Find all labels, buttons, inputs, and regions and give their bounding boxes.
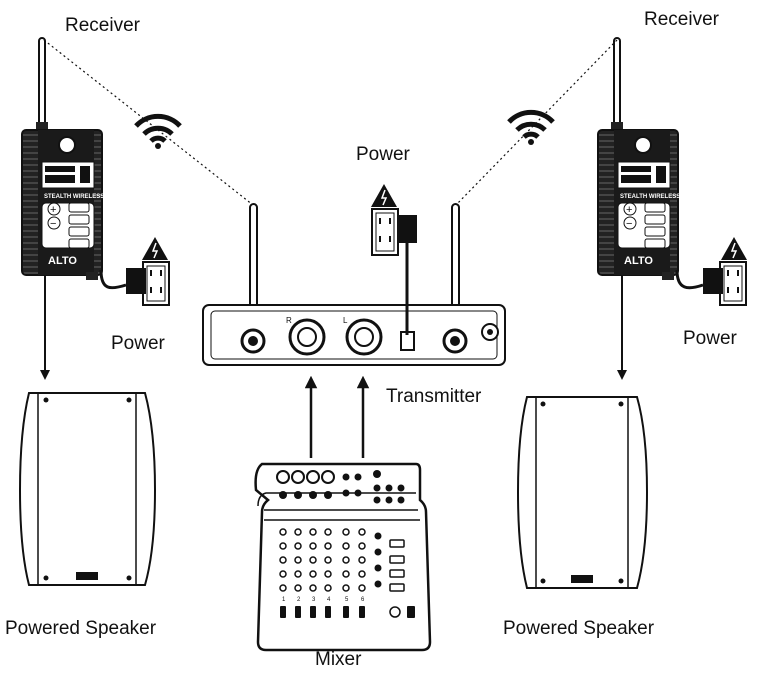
svg-text:R: R — [286, 316, 292, 325]
receiver-right-model: STEALTH WIRELESS — [620, 194, 680, 200]
electrical-hazard-icon — [142, 237, 168, 260]
svg-text:1: 1 — [282, 597, 286, 603]
receiver-right-key-1[interactable] — [644, 202, 666, 213]
svg-text:+: + — [626, 204, 632, 216]
power-center-label: Power — [356, 144, 411, 165]
electrical-hazard-icon — [371, 184, 397, 207]
svg-text:3: 3 — [312, 597, 316, 603]
mixer-label: Mixer — [315, 649, 362, 670]
receiver-left-label: Receiver — [65, 15, 141, 36]
receiver-right-minus-button[interactable] — [623, 216, 637, 230]
wireless-link-left — [43, 39, 254, 206]
svg-text:2: 2 — [297, 597, 301, 603]
receiver-right-label: Receiver — [644, 9, 720, 30]
speaker-left-label: Powered Speaker — [5, 618, 157, 639]
receiver-left-key-3[interactable] — [68, 226, 90, 237]
receiver-left-key-1[interactable] — [68, 202, 90, 213]
power-outlet-center — [371, 184, 417, 335]
power-left-label: Power — [111, 333, 166, 354]
receiver-right-logo: ALTO — [624, 255, 653, 267]
electrical-hazard-icon — [721, 237, 747, 260]
power-adapter-center — [397, 215, 417, 243]
receiver-left-key-2[interactable] — [68, 214, 90, 225]
receiver-left: STEALTH WIRELESS + − ALTO — [21, 37, 104, 280]
speaker-right-label: Powered Speaker — [503, 618, 655, 639]
transmitter: R L — [202, 203, 506, 366]
power-outlet-right — [675, 237, 747, 306]
receiver-right-knob — [634, 136, 652, 154]
receiver-left-model: STEALTH WIRELESS — [44, 194, 104, 200]
svg-text:5: 5 — [345, 597, 349, 603]
power-outlet-left — [99, 237, 170, 306]
transmitter-label: Transmitter — [386, 386, 482, 407]
transmitter-antenna-right — [451, 203, 460, 320]
svg-text:−: − — [626, 218, 632, 230]
svg-text:6: 6 — [361, 597, 365, 603]
wireless-link-right — [455, 39, 618, 206]
power-adapter-right — [703, 268, 723, 294]
wifi-signal-icon — [134, 113, 182, 149]
receiver-right-key-4[interactable] — [644, 238, 666, 249]
wifi-signal-icon — [507, 109, 555, 145]
receiver-left-antenna — [38, 37, 46, 134]
svg-text:−: − — [50, 218, 56, 230]
svg-text:4: 4 — [327, 597, 331, 603]
receiver-right-plus-button[interactable] — [623, 202, 637, 216]
receiver-right-key-3[interactable] — [644, 226, 666, 237]
powered-speaker-right — [516, 396, 649, 589]
receiver-left-knob — [58, 136, 76, 154]
mixer-faders — [280, 606, 415, 618]
power-adapter-left — [126, 268, 146, 294]
powered-speaker-left — [18, 392, 157, 586]
transmitter-antenna-left — [249, 203, 258, 320]
speaker-right-logo — [571, 575, 593, 583]
mixer-channel-knobs — [279, 528, 405, 592]
receiver-left-key-4[interactable] — [68, 238, 90, 249]
receiver-left-minus-button[interactable] — [47, 216, 61, 230]
power-right-label: Power — [683, 328, 738, 349]
mixer-inputs — [276, 470, 405, 504]
receiver-left-plus-button[interactable] — [47, 202, 61, 216]
svg-text:L: L — [343, 316, 348, 325]
receiver-right-key-2[interactable] — [644, 214, 666, 225]
svg-text:+: + — [50, 204, 56, 216]
receiver-right-antenna — [613, 37, 621, 134]
receiver-left-logo: ALTO — [48, 255, 77, 267]
receiver-right: STEALTH WIRELESS + − ALTO — [597, 37, 680, 280]
mixer: 1 2 3 4 5 6 — [254, 462, 432, 652]
speaker-left-logo — [76, 572, 98, 580]
